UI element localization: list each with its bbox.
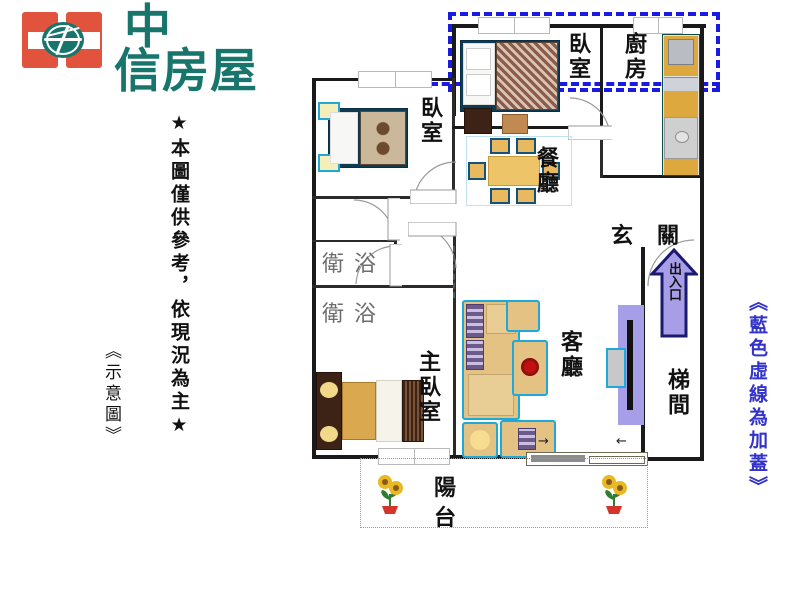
brand-name-line1: 中: [124, 0, 172, 55]
slide-arrow-left: ←: [616, 434, 627, 449]
bed-bedroom-top: [460, 40, 560, 134]
door-bedroom-top: [568, 97, 612, 140]
wall-left-outer: [312, 78, 316, 458]
room-label-bedroom-left: 臥室: [417, 96, 442, 146]
blue-dash-legend: 《藍色虛線為加蓋》: [746, 292, 768, 499]
window-master-bedroom: [378, 448, 450, 465]
dining-table: [466, 136, 572, 206]
door-bedroom-left: [410, 161, 457, 204]
room-label-stairwell: 梯間: [664, 368, 689, 418]
door-entry-foyer: [647, 239, 695, 287]
balcony-plant-left: [378, 475, 403, 514]
kitchen-counter: [662, 34, 700, 176]
balcony-area: [360, 458, 648, 528]
slide-arrow-right: →: [538, 434, 549, 449]
wall-master-right: [453, 222, 456, 458]
window-bedroom-left: [358, 71, 432, 88]
wall-top-left-vert: [452, 24, 456, 116]
wall-dining-right: [600, 126, 603, 178]
partition-dashed-living: [453, 246, 455, 298]
stove-icon: [668, 39, 694, 65]
room-label-master-bedroom: 主臥室: [415, 350, 440, 425]
wall-bath-right: [394, 196, 397, 288]
window-bedroom-top: [478, 17, 550, 34]
brand-name-line2: 信房屋: [114, 44, 258, 99]
armchair: [462, 422, 498, 458]
wall-top-bedroom: [452, 24, 706, 28]
balcony-plant-right: [602, 475, 627, 514]
entrance-arrow-up-icon: [650, 248, 698, 338]
door-bathroom-2: [355, 244, 402, 287]
wall-bedroom-top-right: [600, 24, 603, 128]
tv-console: [606, 348, 626, 388]
wall-bedroom-left-right: [452, 78, 455, 200]
brand-logo: 中 信房屋: [22, 4, 292, 95]
chinatrust-globe-logo-icon: [22, 10, 106, 70]
wall-stair-right: [700, 176, 704, 461]
wall-stair-bottom: [641, 457, 704, 461]
floor-plan-drawing: 出入口 → ←: [300, 0, 720, 600]
bed-bedroom-left: [318, 102, 410, 174]
schematic-note: 《示意圖》: [101, 342, 121, 447]
room-label-bathroom-2: 衛浴: [322, 302, 387, 327]
room-label-foyer: 玄關: [611, 224, 704, 249]
wall-kitchen-bottom: [600, 175, 704, 178]
room-label-bedroom-top: 臥室: [565, 32, 590, 82]
room-label-dining: 餐廳: [533, 146, 558, 196]
blue-dashed-extension-line: [430, 82, 720, 86]
sofa-right-arm: [506, 300, 540, 332]
room-label-bathroom-1: 衛浴: [322, 252, 387, 277]
wall-bath-bottom: [312, 285, 456, 288]
disclaimer-note: ★本圖僅供參考，依現況為主★: [168, 112, 190, 440]
wall-bedroom-left-bottom: [312, 196, 456, 199]
room-label-kitchen: 廚房: [621, 32, 646, 82]
window-kitchen: [633, 17, 683, 34]
door-master-bedroom: [408, 222, 457, 269]
coffee-table: [512, 340, 548, 396]
door-bathroom-1: [353, 198, 400, 241]
bed-master: [316, 372, 426, 450]
tv-screen: [627, 320, 633, 410]
brand-name: 中 信房屋: [114, 0, 258, 99]
room-label-living: 客廳: [557, 330, 582, 380]
blue-dashed-extension-box: [448, 12, 720, 92]
wall-bath-divider: [312, 240, 396, 242]
room-label-balcony: 陽台: [434, 476, 549, 531]
wall-right-outer: [700, 24, 704, 176]
entrance-label: 出入口: [666, 262, 681, 301]
